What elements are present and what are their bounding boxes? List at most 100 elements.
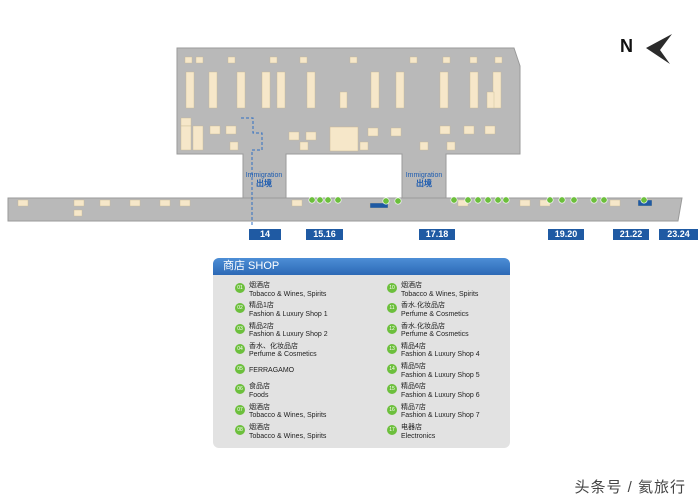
concourse-shop-block <box>159 199 171 207</box>
immigration-en: Immigration <box>405 172 443 179</box>
shop-block <box>236 71 246 109</box>
legend-number-badge: 12 <box>387 323 397 334</box>
concourse-shop-blocks <box>17 199 653 217</box>
legend-number-badge: 02 <box>235 303 245 314</box>
shop-block <box>492 71 502 109</box>
shop-marker-icon <box>494 196 502 204</box>
legend-number-badge: 06 <box>235 384 245 395</box>
shop-marker-icon <box>316 196 324 204</box>
concourse-shop-block <box>73 209 83 217</box>
shop-block <box>227 56 236 64</box>
shop-marker-icon <box>546 196 554 204</box>
gate-label-15-16: 15.16 <box>306 229 343 240</box>
immigration-cn: 出境 <box>416 179 432 188</box>
shop-marker-icon <box>640 196 648 204</box>
shop-block <box>192 125 204 151</box>
legend-number-badge: 15 <box>387 384 397 395</box>
shop-block <box>484 125 496 135</box>
shop-marker-icon <box>474 196 482 204</box>
shop-marker-icon <box>590 196 598 204</box>
shop-block <box>184 56 193 64</box>
shop-block <box>209 125 221 135</box>
shop-block <box>469 56 478 64</box>
shop-marker-icon <box>382 197 390 205</box>
gate-label-19-20: 19.20 <box>548 229 584 240</box>
hall-shop-blocks <box>180 56 503 151</box>
shop-block <box>390 127 402 137</box>
shop-block <box>195 56 204 64</box>
shop-block <box>439 71 449 109</box>
shop-block <box>261 71 271 109</box>
shop-block <box>486 91 495 109</box>
shop-block <box>339 91 348 109</box>
legend-number-badge: 01 <box>235 283 245 293</box>
shop-marker-icon <box>558 196 566 204</box>
shop-block <box>185 71 195 109</box>
terminal-concourse <box>7 197 683 222</box>
immigration-cn: 出境 <box>256 179 272 188</box>
concourse-shop-block <box>99 199 111 207</box>
shop-marker-icon <box>570 196 578 204</box>
shop-block <box>299 141 309 151</box>
gate-label-21-22: 21.22 <box>613 229 649 240</box>
shop-block <box>180 125 192 151</box>
immigration-label-2: Immigration 出境 <box>402 172 446 188</box>
immigration-en: Immigration <box>245 172 283 179</box>
shop-block <box>367 127 379 137</box>
concourse-shop-block <box>129 199 141 207</box>
shop-block <box>469 71 479 109</box>
shop-marker-icon <box>484 196 492 204</box>
shop-block <box>439 125 451 135</box>
shop-marker-icon <box>450 196 458 204</box>
legend-number-badge: 10 <box>387 283 397 293</box>
shop-block <box>494 56 503 64</box>
gate-label-23-24: 23.24 <box>659 229 698 240</box>
shop-block <box>442 56 451 64</box>
shop-block <box>395 71 405 109</box>
legend-number-badge: 03 <box>235 323 245 334</box>
shop-block <box>229 141 239 151</box>
shop-block <box>463 125 475 135</box>
shop-block <box>306 71 316 109</box>
concourse-shop-block <box>179 199 191 207</box>
shop-marker-icon <box>324 196 332 204</box>
concourse-shop-block <box>291 199 303 207</box>
legend-number-badge: 08 <box>235 425 245 436</box>
north-arrow-icon <box>646 34 672 64</box>
shop-block <box>409 56 418 64</box>
shop-block <box>180 117 192 127</box>
shop-block <box>225 125 237 135</box>
shop-block <box>370 71 380 109</box>
shop-block <box>269 56 278 64</box>
shop-block <box>208 71 218 109</box>
legend-number-badge: 17 <box>387 425 397 436</box>
concourse-shop-block <box>73 199 85 207</box>
shop-block <box>288 131 300 141</box>
shop-marker-icon <box>502 196 510 204</box>
shop-block <box>359 141 369 151</box>
shop-marker-icon <box>394 197 402 205</box>
terminal-main-hall <box>176 47 521 199</box>
shop-block <box>349 56 358 64</box>
gate-label-17-18: 17.18 <box>419 229 455 240</box>
north-label: N <box>620 36 633 56</box>
shop-block <box>276 71 286 109</box>
